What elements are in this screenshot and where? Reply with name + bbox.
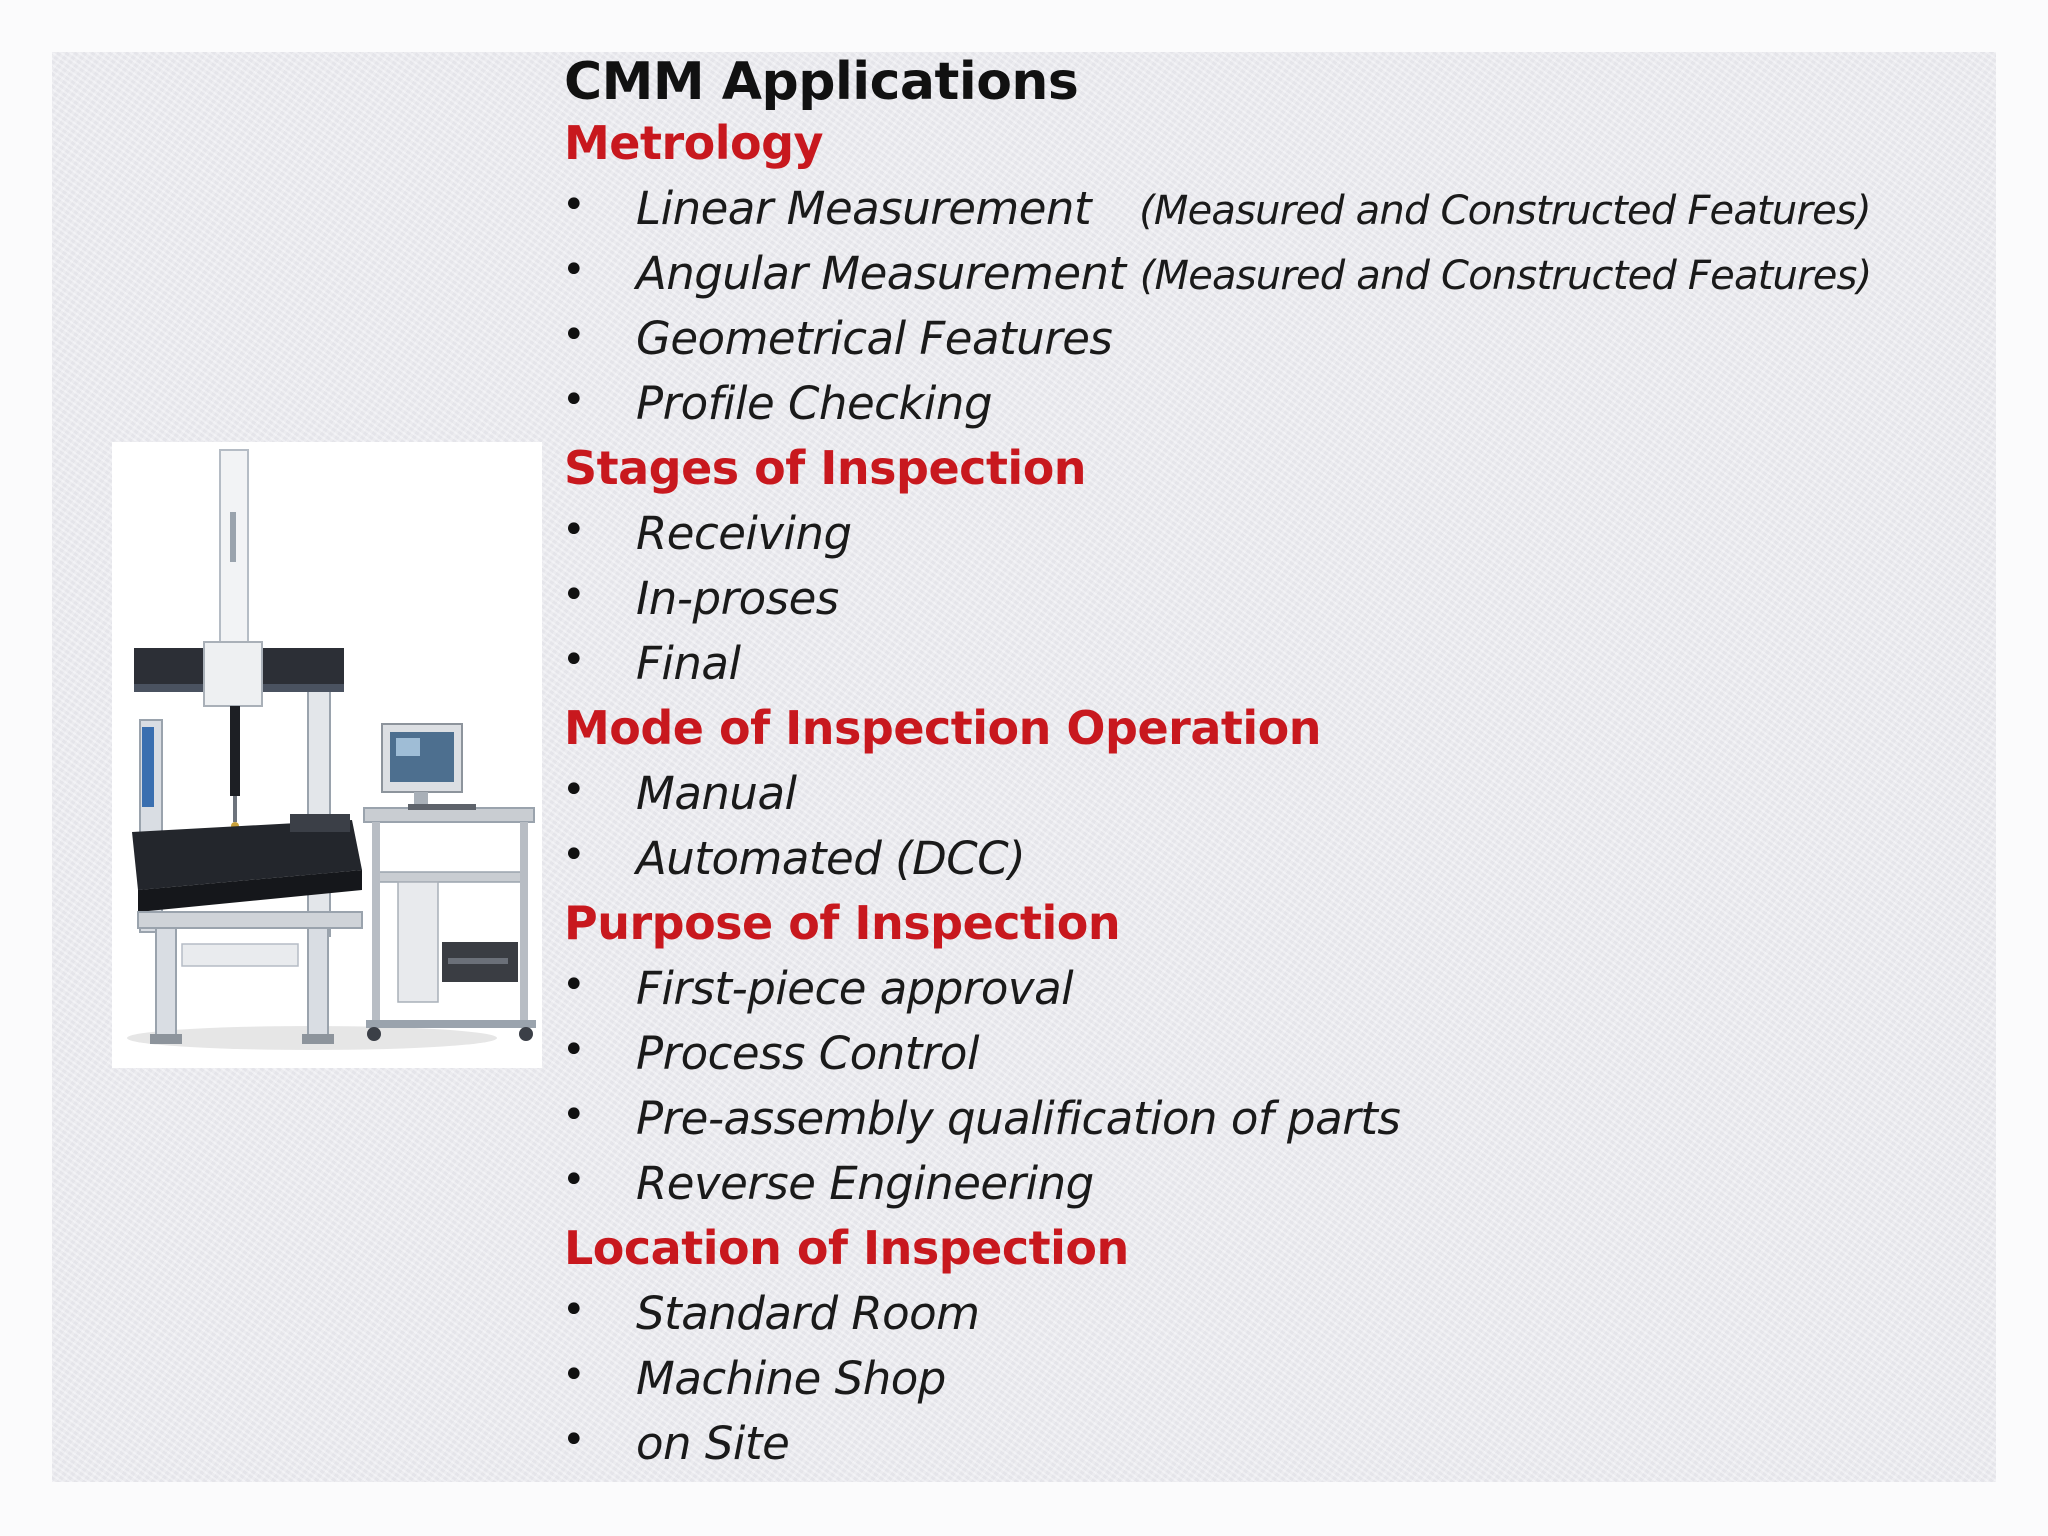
item-text: Final [636,637,741,690]
bullet: • [562,572,586,618]
item-text: Process Control [636,1027,979,1080]
bullet: • [562,507,586,553]
bullet: • [562,962,586,1008]
item-text: First-piece approval [636,962,1074,1015]
cmm-machine-photo [112,442,542,1068]
section-heading-stages: Stages of Inspection [564,441,1087,495]
item-text: Linear Measurement [636,182,1092,235]
bullet: • [562,1287,586,1333]
item-text: In-proses [636,572,839,625]
bullet: • [562,247,586,293]
bullet: • [562,1352,586,1398]
item-note: (Measured and Constructed Features) [1139,188,1872,234]
section-heading-location: Location of Inspection [564,1221,1129,1275]
section-heading-purpose: Purpose of Inspection [564,896,1121,950]
bullet: • [562,832,586,878]
bullet: • [562,1027,586,1073]
item-text: Reverse Engineering [636,1157,1094,1210]
item-note: (Measured and Constructed Features) [1139,253,1873,299]
bullet: • [562,312,586,358]
item-text: Geometrical Features [636,312,1113,365]
section-heading-mode: Mode of Inspection Operation [564,701,1321,755]
section-heading-metrology: Metrology [564,116,824,170]
slide-title: CMM Applications [564,52,1079,112]
bullet: • [562,1417,586,1463]
bullet: • [562,637,586,683]
slide: CMM Applications Metrology Stages of Ins… [52,52,1996,1482]
bullet: • [562,377,586,423]
bullet: • [562,1092,586,1138]
item-text: on Site [636,1417,790,1470]
item-text: Pre-assembly qualification of parts [636,1092,1401,1145]
item-text: Receiving [636,507,852,560]
item-text: Automated (DCC) [636,832,1026,885]
cmm-machine-illustration [127,449,536,1050]
item-text: Angular Measurement [636,247,1126,300]
item-text: Manual [636,767,797,820]
item-text: Standard Room [636,1287,980,1340]
item-text: Profile Checking [636,377,993,430]
bullet: • [562,182,586,228]
item-text: Machine Shop [636,1352,946,1405]
bullet: • [562,1157,586,1203]
bullet: • [562,767,586,813]
